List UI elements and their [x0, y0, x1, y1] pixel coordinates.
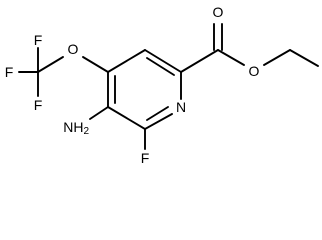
bond-c4-c5-inner	[146, 57, 175, 76]
atom-carbonyl-oxygen: O	[213, 4, 224, 20]
atom-cf3-f-top: F	[34, 32, 43, 48]
bonds	[18, 23, 319, 150]
bond-c4-c5	[144, 49, 182, 73]
bond-o-cf3	[37, 56, 64, 73]
bond-c5-carbonyl	[180, 49, 219, 73]
atom-labels: N O F F F NH2 F O O	[5, 4, 260, 166]
atom-amino-group: NH2	[63, 119, 89, 137]
chemical-structure: N O F F F NH2 F O O	[5, 4, 319, 166]
atom-cf3-f-left: F	[5, 64, 14, 80]
atom-fluoro: F	[141, 150, 150, 166]
bond-ch2-ch3	[289, 49, 319, 67]
atom-n: N	[176, 99, 186, 115]
amino-h-subscript: 2	[83, 126, 89, 137]
atom-ether-oxygen: O	[68, 41, 79, 57]
bond-c3-o	[82, 56, 109, 73]
atom-ester-oxygen: O	[249, 63, 260, 79]
bond-c3-c4	[107, 49, 146, 73]
atom-amino: NH2	[63, 119, 89, 137]
bond-carbonyl-ester-o	[217, 49, 245, 66]
atom-cf3-f-bottom: F	[34, 97, 43, 113]
bond-c2-c1	[107, 106, 146, 130]
bond-n-c2-inner	[146, 106, 169, 121]
bond-n-c2	[144, 113, 173, 130]
amino-label: NH	[63, 119, 83, 135]
bond-c1-nh2	[89, 106, 109, 120]
bond-ester-o-ch2	[263, 49, 291, 66]
